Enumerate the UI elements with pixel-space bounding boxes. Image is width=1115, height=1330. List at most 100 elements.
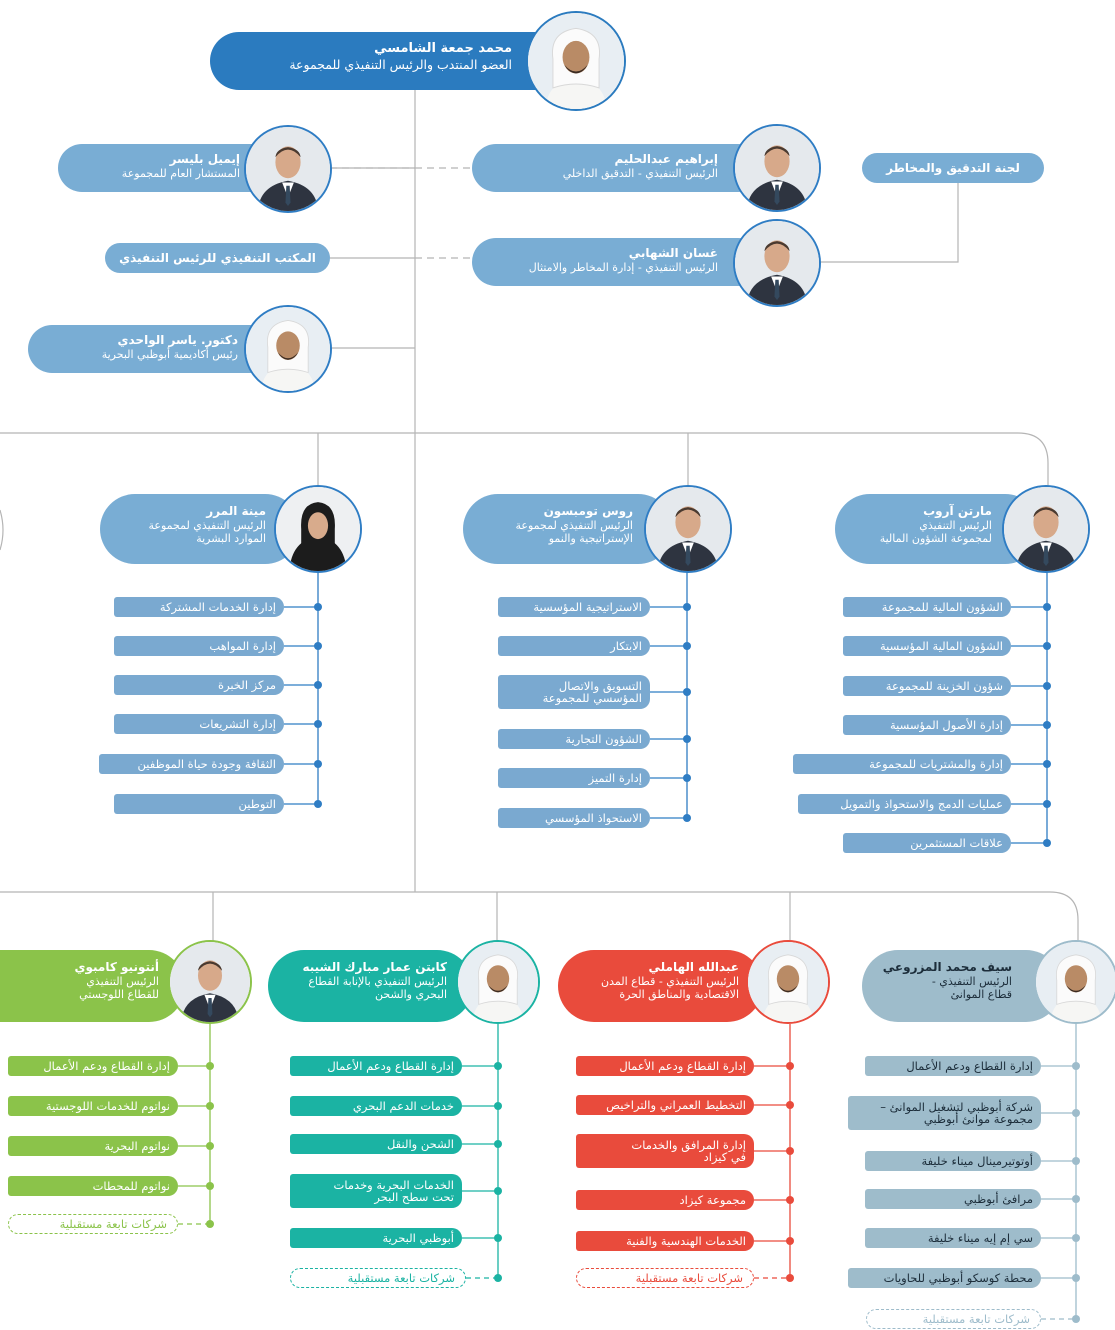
connector-dot xyxy=(494,1187,502,1195)
strategy-item: التسويق والاتصال المؤسسي للمجموعة xyxy=(498,675,650,709)
connector-dot xyxy=(683,774,691,782)
kezad-item: إدارة القطاع ودعم الأعمال xyxy=(576,1056,754,1076)
ibrahim-name: إبراهيم عبدالحليم xyxy=(614,152,718,166)
connector-dot xyxy=(314,760,322,768)
maritime-item: أبوظبي البحرية xyxy=(290,1228,462,1248)
connector-dot xyxy=(786,1196,794,1204)
ports-future-subsidiaries: شركات تابعة مستقبلية xyxy=(866,1309,1041,1329)
hr-item: التوطين xyxy=(114,794,284,814)
hr-item: إدارة الخدمات المشتركة xyxy=(114,597,284,617)
tier2-mina-name: مينة المرر xyxy=(206,504,266,518)
ceo-office-label: المكتب التنفيذي للرئيس التنفيذي xyxy=(105,243,330,273)
strategy-item: الابتكار xyxy=(498,636,650,656)
connector-dot xyxy=(494,1234,502,1242)
finance-item: عمليات الدمج والاستحواذ والتمويل xyxy=(798,794,1011,814)
maritime-item: إدارة القطاع ودعم الأعمال xyxy=(290,1056,462,1076)
connector-dot xyxy=(1043,721,1051,729)
ports-item: أوتوتيرمينال ميناء خليفة xyxy=(865,1151,1041,1171)
hr-item: الثقافة وجودة حياة الموظفين xyxy=(99,754,284,774)
ibrahim-card: إبراهيم عبدالحليم الرئيس التنفيذي - التد… xyxy=(472,144,762,192)
yasser-role: رئيس أكاديمية أبوظبي البحرية xyxy=(101,348,238,361)
tier2-martin-photo xyxy=(1002,485,1090,573)
connector-dot xyxy=(494,1102,502,1110)
emile-role: المستشار العام للمجموعة xyxy=(121,167,240,180)
logistics-future-subsidiaries: شركات تابعة مستقبلية xyxy=(8,1214,178,1234)
ceo-role: العضو المنتدب والرئيس التنفيذي للمجموعة xyxy=(289,57,512,72)
logistics-item: إدارة القطاع ودعم الأعمال xyxy=(8,1056,178,1076)
connector-dot xyxy=(786,1147,794,1155)
logistics-item: نواتوم البحرية xyxy=(8,1136,178,1156)
tier2-mina-photo xyxy=(274,485,362,573)
connector-dot xyxy=(683,735,691,743)
tier3-maritime-role: الرئيس التنفيذي بالإنابة القطاع البحري و… xyxy=(308,975,447,1001)
tier3-kezad-card: عبدالله الهاملي الرئيس التنفيذي - قطاع ا… xyxy=(558,950,763,1022)
tier3-maritime-name: كابتن عمار مبارك الشيبه xyxy=(302,960,447,974)
ibrahim-photo xyxy=(733,124,821,212)
tier2-ross-photo xyxy=(644,485,732,573)
connector-dot xyxy=(1043,839,1051,847)
tier2-mina-role: الرئيس التنفيذي لمجموعة الموارد البشرية xyxy=(148,519,266,545)
ghassan-photo xyxy=(733,219,821,307)
ghassan-name: غسان الشهابي xyxy=(628,246,718,260)
connector-dot xyxy=(206,1182,214,1190)
connector-dot xyxy=(1043,760,1051,768)
ports-item: شركة أبوظبي لتشغيل الموانئ – مجموعة موان… xyxy=(848,1096,1041,1130)
tier3-logistics-name: أنتونيو كامبوي xyxy=(74,960,159,974)
finance-item: إدارة والمشتريات للمجموعة xyxy=(793,754,1011,774)
connector-dot xyxy=(314,642,322,650)
finance-item: الشؤون المالية المؤسسية xyxy=(843,636,1011,656)
connector-dot xyxy=(494,1062,502,1070)
kezad-future-subsidiaries: شركات تابعة مستقبلية xyxy=(576,1268,754,1288)
finance-item: علاقات المستثمرين xyxy=(843,833,1011,853)
connector-dot xyxy=(1072,1315,1080,1323)
maritime-future-subsidiaries: شركات تابعة مستقبلية xyxy=(290,1268,466,1288)
kezad-item: إدارة المرافق والخدمات في كيزاد xyxy=(576,1134,754,1168)
connector-dot xyxy=(1072,1157,1080,1165)
connector-dot xyxy=(1072,1062,1080,1070)
connector-dot xyxy=(1043,800,1051,808)
hr-item: مركز الخبرة xyxy=(114,675,284,695)
connector-dot xyxy=(683,603,691,611)
finance-item: إدارة الأصول المؤسسية xyxy=(843,715,1011,735)
tier3-ports-card: سيف محمد المزروعي الرئيس التنفيذي - قطاع… xyxy=(862,950,1062,1022)
connector-dot xyxy=(683,814,691,822)
finance-item: شؤون الخزينة للمجموعة xyxy=(843,676,1011,696)
connector-dot xyxy=(494,1274,502,1282)
tier3-ports-photo xyxy=(1034,940,1115,1024)
tier3-kezad-name: عبدالله الهاملي xyxy=(648,960,739,974)
connector-dot xyxy=(786,1237,794,1245)
logistics-item: نواتوم للخدمات اللوجستية xyxy=(8,1096,178,1116)
strategy-item: إدارة التميز xyxy=(498,768,650,788)
tier2-martin-name: مارتن آروب xyxy=(923,504,992,518)
connector-dot xyxy=(314,800,322,808)
connector-dot xyxy=(206,1142,214,1150)
strategy-item: الشؤون التجارية xyxy=(498,729,650,749)
connector-dot xyxy=(206,1220,214,1228)
tier3-maritime-photo xyxy=(456,940,540,1024)
emile-name: إيميل بليسر xyxy=(169,152,240,166)
connector-dot xyxy=(1072,1109,1080,1117)
ibrahim-role: الرئيس التنفيذي - التدقيق الداخلي xyxy=(562,167,718,180)
emile-photo xyxy=(244,125,332,213)
hr-item: إدارة المواهب xyxy=(114,636,284,656)
connector-dot xyxy=(1043,603,1051,611)
ghassan-card: غسان الشهابي الرئيس التنفيذي - إدارة الم… xyxy=(472,238,762,286)
ports-item: إدارة القطاع ودعم الأعمال xyxy=(865,1056,1041,1076)
ceo-card: محمد جمعة الشامسي العضو المنتدب والرئيس … xyxy=(210,32,570,90)
tier2-mina-card: مينة المرر الرئيس التنفيذي لمجموعة الموا… xyxy=(100,494,300,564)
connector-dot xyxy=(786,1062,794,1070)
yasser-photo xyxy=(244,305,332,393)
hr-item: إدارة التشريعات xyxy=(114,714,284,734)
kezad-item: مجموعة كيزاد xyxy=(576,1190,754,1210)
tier2-martin-role: الرئيس التنفيذي لمجموعة الشؤون المالية xyxy=(879,519,992,545)
ports-item: محطة كوسكو أبوظبي للحاويات xyxy=(848,1268,1041,1288)
connector-dot xyxy=(1043,682,1051,690)
connector-dot xyxy=(314,681,322,689)
maritime-item: الشحن والنقل xyxy=(290,1134,462,1154)
maritime-item: الخدمات البحرية وخدمات تحت سطح البحر xyxy=(290,1174,462,1208)
connector-dot xyxy=(206,1102,214,1110)
strategy-item: الاستحواذ المؤسسي xyxy=(498,808,650,828)
strategy-item: الاستراتيجية المؤسسية xyxy=(498,597,650,617)
connector-dot xyxy=(314,720,322,728)
